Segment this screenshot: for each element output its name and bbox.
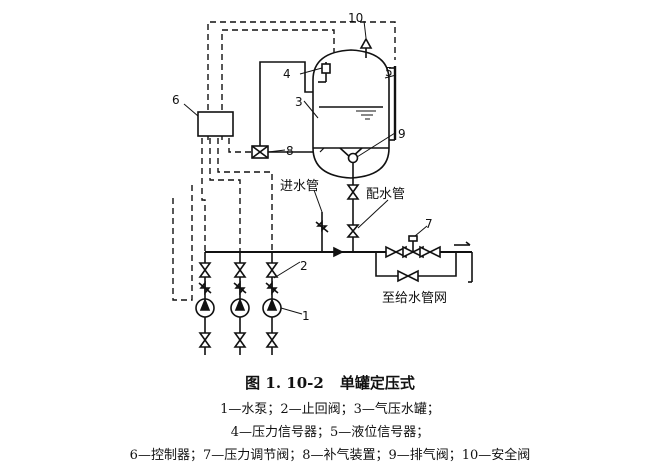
exhaust-valve bbox=[347, 152, 359, 164]
pressure-signal-icon bbox=[321, 63, 331, 74]
system-diagram: 1 2 3 4 5 6 7 8 9 10 进水管 配水管 至给水管网 bbox=[172, 11, 473, 355]
safety-valve-icon bbox=[359, 37, 373, 49]
callout-8: 8 bbox=[286, 144, 294, 158]
controller-box bbox=[197, 111, 234, 137]
figure-title: 单罐定压式 bbox=[339, 374, 415, 392]
callout-6: 6 bbox=[172, 93, 180, 107]
callout-2: 2 bbox=[300, 259, 308, 273]
figure-number: 图 1. 10-2 bbox=[245, 374, 324, 392]
callout-1: 1 bbox=[302, 309, 310, 323]
figure-caption-title: 图 1. 10-2 单罐定压式 bbox=[0, 372, 660, 393]
label-to-network: 至给水管网 bbox=[382, 291, 447, 306]
callout-5: 5 bbox=[385, 65, 393, 79]
pump-branch-1 bbox=[195, 252, 215, 355]
label-inlet-pipe: 进水管 bbox=[280, 179, 319, 194]
figure-legend-line-1: 1—水泵；2—止回阀；3—气压水罐； bbox=[220, 402, 440, 417]
figure-legend-line-2: 4—压力信号器；5—液位信号器； bbox=[230, 425, 430, 440]
callout-7: 7 bbox=[425, 217, 433, 231]
callout-3: 3 bbox=[295, 95, 303, 109]
signal-lines bbox=[172, 21, 396, 301]
callout-10: 10 bbox=[348, 11, 363, 25]
callout-9: 9 bbox=[398, 127, 406, 141]
label-outlet-pipe: 配水管 bbox=[366, 187, 405, 202]
pump-branch-3 bbox=[262, 252, 282, 355]
pump-branch-2 bbox=[230, 252, 250, 355]
callout-4: 4 bbox=[283, 67, 291, 81]
